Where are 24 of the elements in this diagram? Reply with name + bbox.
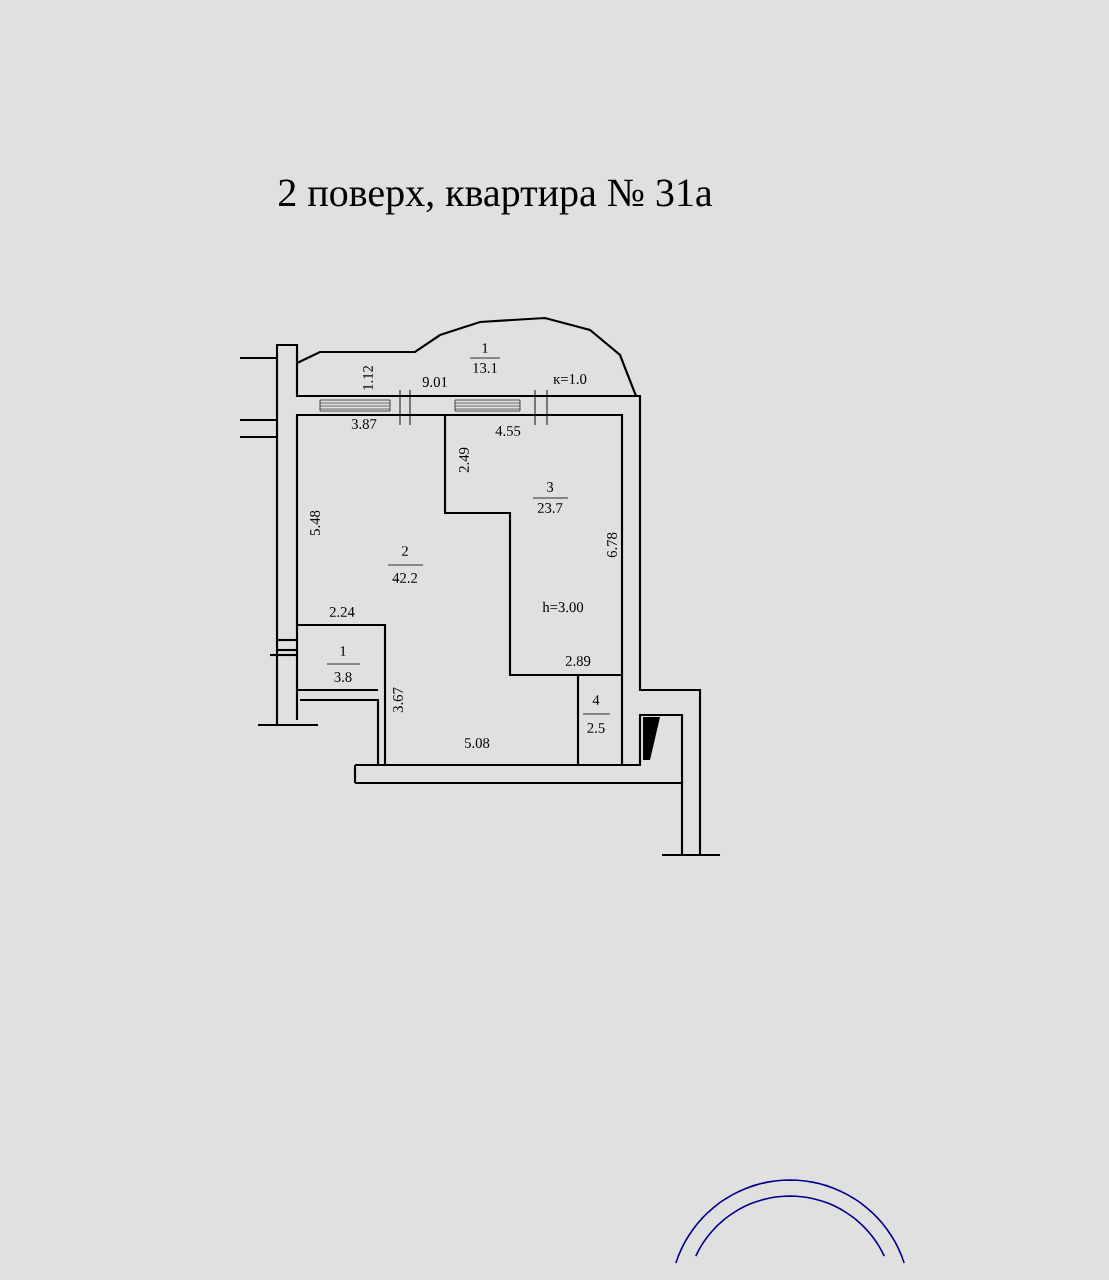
ceiling-height-label: h=3.00 xyxy=(542,601,584,613)
dimension-label: к=1.0 xyxy=(553,374,587,384)
dimension-label: 5.48 xyxy=(310,510,320,535)
dimension-label: 3.67 xyxy=(393,687,403,713)
room-area: 23.7 xyxy=(537,503,563,513)
dimension-label: 4.55 xyxy=(495,426,521,436)
room-area: 2.5 xyxy=(587,723,605,733)
dimension-label: 1.12 xyxy=(363,366,373,390)
dimension-label: 5.08 xyxy=(465,738,490,748)
dimension-label: 9.01 xyxy=(422,377,447,387)
room-area: 42.2 xyxy=(392,573,418,583)
room-number: 4 xyxy=(592,695,600,705)
dimension-label: 2.24 xyxy=(329,607,355,617)
room-number: 1 xyxy=(340,646,346,656)
room-area: 3.8 xyxy=(334,672,352,682)
dimension-label: 6.78 xyxy=(607,532,617,558)
dimension-label: 2.89 xyxy=(565,656,591,666)
room-number: 1 xyxy=(482,343,488,353)
dimension-label: 2.49 xyxy=(459,447,469,473)
room-number: 2 xyxy=(402,546,408,556)
room-area: 13.1 xyxy=(473,363,497,373)
room-number: 3 xyxy=(547,482,554,492)
title: 2 поверх, квартира № 31а xyxy=(279,179,713,215)
dimension-label: 3.87 xyxy=(351,419,377,429)
